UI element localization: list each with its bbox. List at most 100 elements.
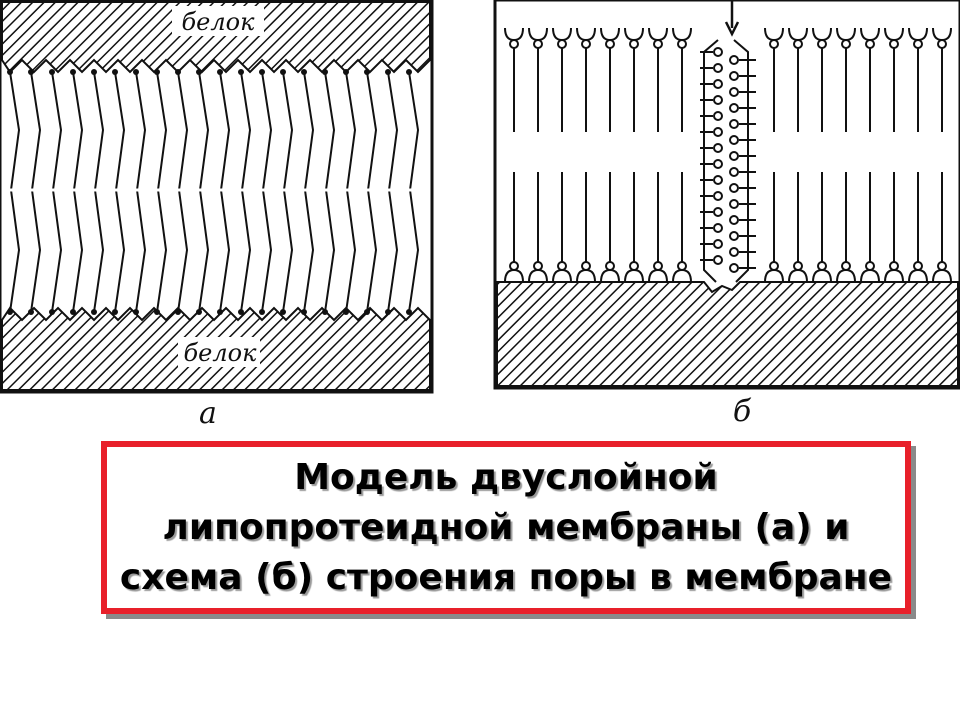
lipid-head-cup	[788, 268, 808, 283]
lipid-head-cup	[576, 27, 596, 42]
lipid-head-cup	[504, 268, 524, 283]
pore-lipid-head	[729, 103, 739, 113]
pore-lipid-head	[713, 239, 723, 249]
lipid-head-cup	[528, 268, 548, 283]
lipid-head	[557, 39, 567, 49]
lipid-head	[653, 39, 663, 49]
lipid-head	[937, 261, 947, 271]
pore-lipid-head	[713, 223, 723, 233]
lipid-head	[677, 261, 687, 271]
lipid-head-cup	[908, 268, 928, 283]
lipid-head	[817, 261, 827, 271]
lipid-head-cup	[672, 27, 692, 42]
lipid-head-cup	[836, 268, 856, 283]
lipid-head	[629, 261, 639, 271]
lipid-head	[581, 39, 591, 49]
panel-a-letter: а	[199, 396, 217, 431]
lipid-head-cup	[764, 27, 784, 42]
pore-lipid-head	[713, 159, 723, 169]
lipid-chain	[72, 71, 84, 313]
caption-box: Модель двуслойной липопротеидной мембран…	[101, 441, 911, 614]
panel-a-top-protein-layer	[1, 1, 431, 74]
lipid-head	[653, 261, 663, 271]
pore-lipid-head	[713, 111, 723, 121]
panel-b-lipid-molecules	[504, 27, 952, 283]
lipid-head-cup	[908, 27, 928, 42]
panel-a-bilayer-model: белок белок а	[0, 0, 434, 431]
lipid-head	[793, 261, 803, 271]
lipid-head	[889, 39, 899, 49]
lipid-head	[793, 39, 803, 49]
panel-b-letter: б	[733, 394, 752, 429]
pore-lipid-head	[713, 143, 723, 153]
pore-wall-right	[733, 39, 749, 283]
lipid-chain	[156, 71, 168, 313]
lipid-head-cup	[860, 27, 880, 42]
lipid-head-cup	[672, 268, 692, 283]
lipid-head	[677, 39, 687, 49]
lipid-head	[889, 261, 899, 271]
lipid-chain	[177, 71, 189, 313]
top-label-bg	[172, 6, 264, 36]
lipid-head-cup	[860, 268, 880, 283]
caption-text: Модель двуслойной липопротеидной мембран…	[120, 453, 892, 603]
lipid-head	[605, 261, 615, 271]
lipid-chain	[9, 71, 21, 313]
panel-b-pore-channel	[700, 39, 756, 283]
lipid-head-cup	[884, 268, 904, 283]
pore-lipid-head	[729, 87, 739, 97]
pore-lipid-head	[713, 79, 723, 89]
lipid-head-cup	[624, 268, 644, 283]
lipid-chain	[30, 71, 42, 313]
lipid-chain	[261, 71, 273, 313]
lipid-head-cup	[932, 27, 952, 42]
lipid-chain	[198, 71, 210, 313]
pore-lipid-head	[729, 119, 739, 129]
lipid-chain	[282, 71, 294, 313]
pore-arrow-head	[724, 21, 740, 37]
lipid-chain	[408, 71, 420, 313]
bottom-label-bg	[178, 337, 260, 367]
pore-lipid-head	[729, 71, 739, 81]
lipid-head-cup	[576, 268, 596, 283]
lipid-head-cup	[764, 268, 784, 283]
lipid-head-cup	[528, 27, 548, 42]
pore-lipid-head	[713, 191, 723, 201]
lipid-head-cup	[932, 268, 952, 283]
lipid-head-cup	[552, 268, 572, 283]
pore-lipid-head	[729, 167, 739, 177]
pore-lipid-head	[729, 199, 739, 209]
pore-lipid-head	[729, 263, 739, 273]
lipid-head	[557, 261, 567, 271]
lipid-chain	[219, 71, 231, 313]
panel-a-lipid-chains	[7, 69, 420, 315]
lipid-head	[937, 39, 947, 49]
lipid-chain	[345, 71, 357, 313]
lipid-chain	[51, 71, 63, 313]
pore-wall-left	[703, 39, 719, 283]
lipid-head-cup	[648, 268, 668, 283]
caption-line-1: Модель двуслойной	[294, 456, 718, 498]
pore-lipid-head	[713, 47, 723, 57]
panel-b-pore-schematic: б	[493, 0, 960, 429]
pore-lipid-head	[729, 55, 739, 65]
lipid-head	[509, 39, 519, 49]
pore-lipid-head	[729, 247, 739, 257]
panel-a-top-protein-label: белок	[182, 8, 256, 36]
lipid-chain	[135, 71, 147, 313]
lipid-head	[629, 39, 639, 49]
lipid-chain	[387, 71, 399, 313]
lipid-chain	[240, 71, 252, 313]
lipid-head-cup	[624, 27, 644, 42]
pore-lipid-head	[729, 151, 739, 161]
lipid-head	[581, 261, 591, 271]
pore-lipid-head	[729, 231, 739, 241]
lipid-head-cup	[836, 27, 856, 42]
lipid-head	[913, 261, 923, 271]
panel-b-substrate-layer	[496, 281, 959, 387]
panel-a-bottom-protein-label: белок	[184, 339, 258, 367]
lipid-head-cup	[812, 268, 832, 283]
pore-lipid-head	[713, 255, 723, 265]
pore-lipid-head	[713, 95, 723, 105]
